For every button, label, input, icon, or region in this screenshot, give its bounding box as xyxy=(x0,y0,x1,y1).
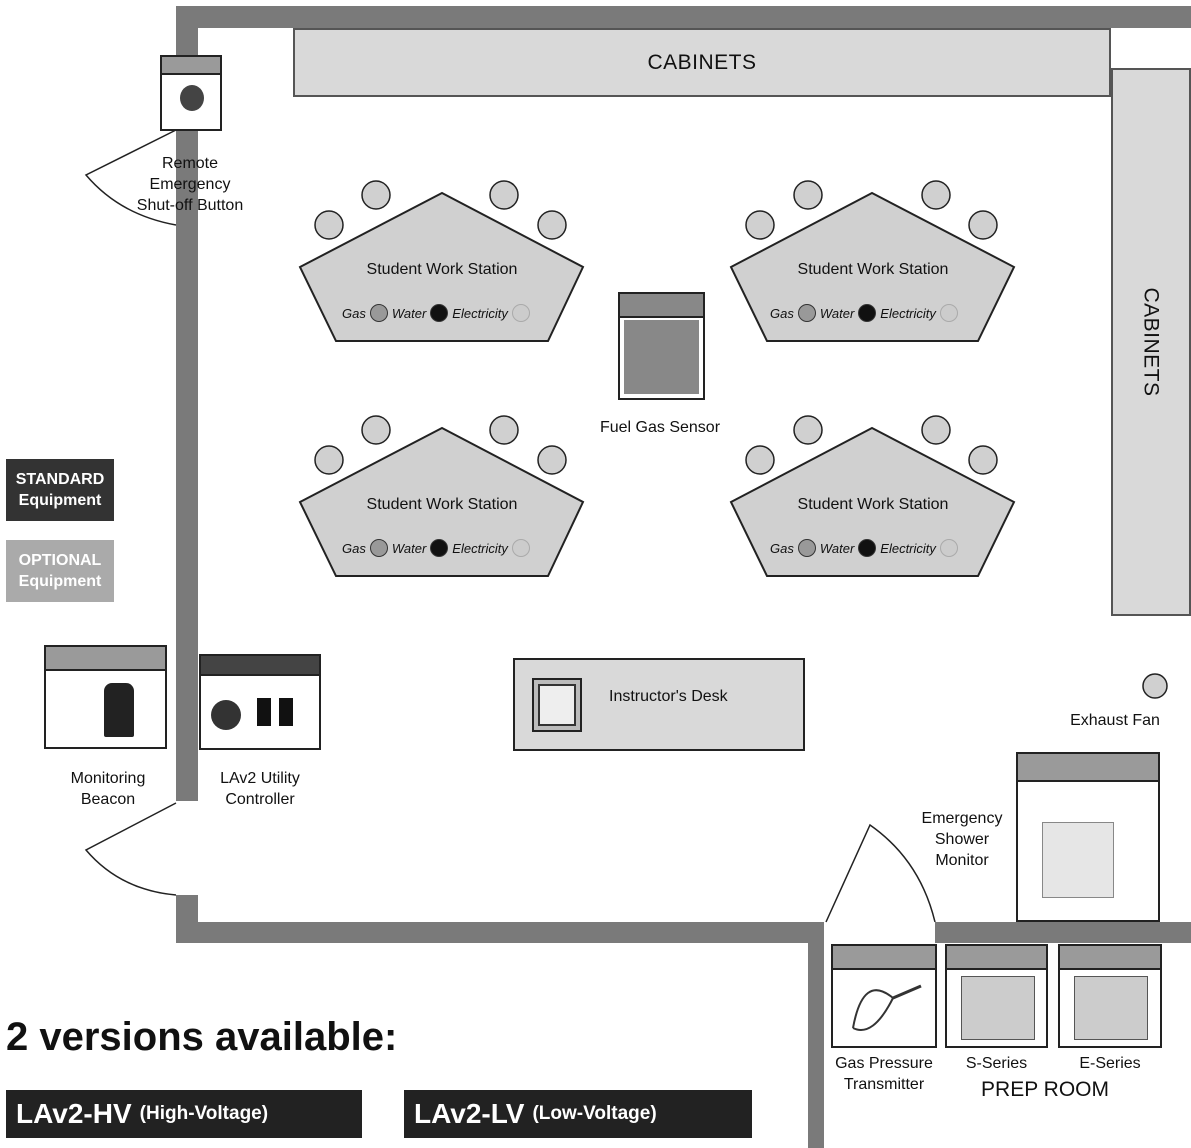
e-series-device xyxy=(1058,944,1162,1048)
shutoff-button-device xyxy=(160,55,222,131)
desk-label: Instructor's Desk xyxy=(609,688,728,705)
controller-device xyxy=(199,654,321,750)
cabinets-right: CABINETS xyxy=(1111,68,1191,616)
workstation-title-1: Student Work Station xyxy=(366,261,518,278)
shower-monitor-label: Emergency Shower Monitor xyxy=(921,810,1003,869)
wall-top xyxy=(176,6,1191,28)
transmitter-device xyxy=(831,944,937,1048)
workstation-utilities-2: Gas Water Electricity xyxy=(770,304,958,322)
gas-label: Gas xyxy=(342,305,366,321)
workstation-utilities-1: Gas Water Electricity xyxy=(342,304,530,322)
electricity-label: Electricity xyxy=(880,540,936,556)
controller-switch-icon xyxy=(257,698,271,726)
gas-sensor-label: Fuel Gas Sensor xyxy=(599,419,721,436)
gas-label: Gas xyxy=(770,305,794,321)
hv-version-tag: LAv2-HV(High-Voltage) xyxy=(6,1090,362,1138)
electricity-label: Electricity xyxy=(880,305,936,321)
beacon-device xyxy=(44,645,167,749)
e-series-label: E-Series xyxy=(1079,1055,1141,1072)
water-label: Water xyxy=(391,540,427,556)
versions-heading: 2 versions available: xyxy=(6,1015,398,1059)
prep-room-wall-left xyxy=(808,922,824,1148)
gas-icon xyxy=(369,539,388,557)
beacon-label: Monitoring Beacon xyxy=(70,770,146,808)
gas-icon xyxy=(797,539,816,557)
gas-icon xyxy=(369,304,388,322)
workstation-title-3: Student Work Station xyxy=(366,496,518,513)
water-label: Water xyxy=(819,540,855,556)
workstation-utilities-4: Gas Water Electricity xyxy=(770,539,958,557)
water-icon xyxy=(430,539,449,557)
cabinets-top: CABINETS xyxy=(293,28,1111,97)
electricity-label: Electricity xyxy=(452,540,508,556)
exhaust-fan-label: Exhaust Fan xyxy=(1070,712,1160,729)
electricity-icon xyxy=(511,304,530,322)
shower-monitor-device xyxy=(1016,752,1160,922)
legend-optional: OPTIONAL Equipment xyxy=(6,540,114,602)
prep-room-label: PREP ROOM xyxy=(981,1078,1109,1101)
water-icon xyxy=(430,304,449,322)
wall-bottom-right xyxy=(935,922,1191,943)
workstation-title-2: Student Work Station xyxy=(797,261,949,278)
gas-sensor-device xyxy=(618,292,705,400)
transmitter-label: Gas Pressure Transmitter xyxy=(835,1055,933,1093)
workstation-title-4: Student Work Station xyxy=(797,496,949,513)
electricity-icon xyxy=(939,304,958,322)
s-series-label: S-Series xyxy=(965,1055,1028,1072)
shutoff-label: Remote Emergency Shut-off Button xyxy=(136,155,244,214)
monitor-box xyxy=(1042,822,1114,898)
sensor-face xyxy=(624,320,699,394)
gas-label: Gas xyxy=(770,540,794,556)
wall-left-upper xyxy=(176,6,198,801)
controller-dial-icon xyxy=(211,700,241,730)
wall-bottom xyxy=(176,922,811,943)
legend-standard: STANDARD Equipment xyxy=(6,459,114,521)
gas-icon xyxy=(797,304,816,322)
workstation-utilities-3: Gas Water Electricity xyxy=(342,539,530,557)
s-series-device xyxy=(945,944,1048,1048)
panel-icon xyxy=(1074,976,1148,1040)
instructor-desk: Instructor's Desk xyxy=(513,658,805,751)
panel-icon xyxy=(961,976,1035,1040)
button-icon xyxy=(180,85,204,111)
water-icon xyxy=(858,539,877,557)
probe-icon xyxy=(852,984,922,1031)
gas-label: Gas xyxy=(342,540,366,556)
electricity-label: Electricity xyxy=(452,305,508,321)
controller-switch-icon xyxy=(279,698,293,726)
water-label: Water xyxy=(819,305,855,321)
controller-label: LAv2 Utility Controller xyxy=(220,770,300,808)
electricity-icon xyxy=(511,539,530,557)
electricity-icon xyxy=(939,539,958,557)
water-label: Water xyxy=(391,305,427,321)
lv-version-tag: LAv2-LV(Low-Voltage) xyxy=(404,1090,752,1138)
desk-terminal-icon xyxy=(532,678,582,732)
water-icon xyxy=(858,304,877,322)
beacon-icon xyxy=(104,683,134,737)
